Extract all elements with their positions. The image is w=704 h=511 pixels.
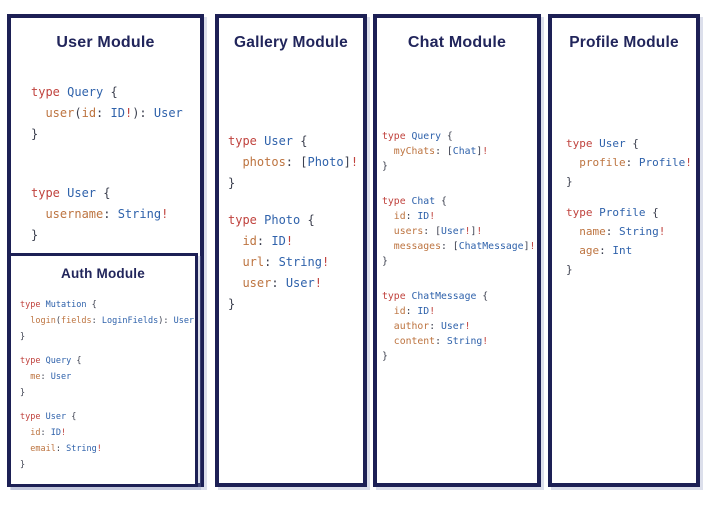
- profile-module-panel: Profile Module type User { profile: Prof…: [548, 14, 700, 487]
- gallery-module-code: type User { photos: [Photo]!}type Photo …: [228, 134, 359, 311]
- user-module-code: type Query { user(id: ID!): User}type Us…: [31, 85, 183, 242]
- chat-module-code: type Query { myChats: [Chat]!}type Chat …: [382, 131, 536, 362]
- profile-module-code: type User { profile: Profile!}type Profi…: [566, 137, 692, 276]
- gallery-module-panel: Gallery Module type User { photos: [Phot…: [215, 14, 367, 487]
- auth-module-code: type Mutation { login(fields: LoginField…: [20, 300, 195, 470]
- chat-module-panel: Chat Module type Query { myChats: [Chat]…: [373, 14, 541, 487]
- auth-module-panel: Auth Module type Mutation { login(fields…: [8, 253, 198, 487]
- user-module-title: User Module: [56, 34, 155, 51]
- auth-module-title: Auth Module: [61, 266, 145, 281]
- chat-module-title: Chat Module: [407, 34, 507, 51]
- gallery-module-title: Gallery Module: [234, 34, 348, 51]
- profile-module-title: Profile Module: [569, 34, 679, 51]
